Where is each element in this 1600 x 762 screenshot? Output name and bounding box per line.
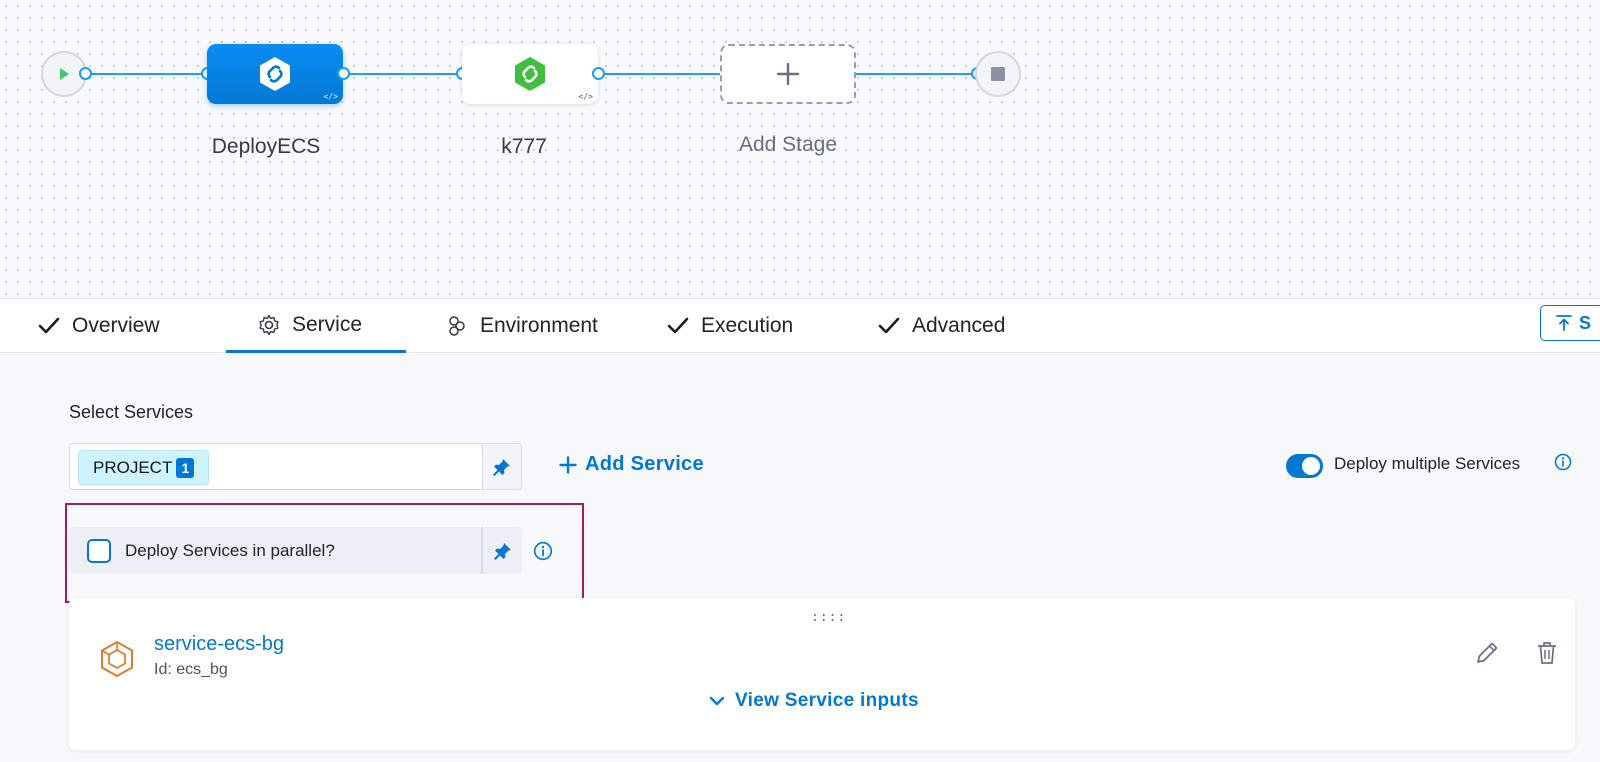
tab-label: Execution bbox=[701, 314, 794, 337]
pipeline-wire bbox=[88, 73, 203, 75]
add-stage-button[interactable] bbox=[720, 44, 856, 104]
info-icon[interactable] bbox=[533, 541, 553, 561]
upload-icon bbox=[1556, 315, 1572, 331]
ecs-service-icon bbox=[99, 640, 135, 678]
view-service-inputs-button[interactable]: View Service inputs bbox=[709, 690, 919, 712]
stage-label: DeployECS bbox=[211, 135, 321, 158]
tab-label: Advanced bbox=[912, 314, 1006, 337]
tab-label: Service bbox=[292, 312, 363, 336]
service-name-link[interactable]: service-ecs-bg bbox=[154, 633, 285, 655]
connector-port bbox=[79, 67, 92, 80]
add-stage-label: Add Stage bbox=[738, 133, 838, 156]
code-icon: </> bbox=[578, 92, 593, 101]
service-id: Id: ecs_bg bbox=[154, 661, 228, 678]
pipeline-wire bbox=[344, 73, 462, 75]
deploy-multiple-label: Deploy multiple Services bbox=[1334, 454, 1521, 473]
play-icon bbox=[60, 68, 69, 80]
stage-tabs: Overview Service Environment Execution bbox=[0, 299, 1600, 353]
pipeline-wire bbox=[856, 73, 979, 75]
pin-icon bbox=[493, 542, 511, 560]
pin-icon bbox=[493, 458, 510, 476]
add-service-label: Add Service bbox=[585, 453, 704, 475]
stage-label: k777 bbox=[501, 135, 547, 158]
check-icon bbox=[878, 316, 900, 336]
tab-execution[interactable]: Execution bbox=[667, 299, 793, 353]
environment-icon bbox=[446, 315, 468, 337]
select-services-label: Select Services bbox=[69, 402, 194, 422]
save-button[interactable]: S bbox=[1540, 305, 1600, 341]
delete-icon[interactable] bbox=[1535, 640, 1559, 666]
pin-button[interactable] bbox=[482, 443, 522, 490]
save-button-label: S bbox=[1579, 312, 1592, 333]
project-chip[interactable]: PROJECT 1 bbox=[78, 450, 210, 485]
tab-overview[interactable]: Overview bbox=[38, 299, 160, 353]
deploy-stage-icon bbox=[260, 57, 290, 91]
stop-icon bbox=[991, 67, 1005, 81]
pipeline-wire bbox=[600, 73, 720, 75]
pipeline-end-node[interactable] bbox=[975, 51, 1021, 97]
tab-advanced[interactable]: Advanced bbox=[878, 299, 1005, 353]
deploy-parallel-checkbox[interactable] bbox=[87, 538, 111, 563]
tab-label: Overview bbox=[72, 314, 160, 337]
chevron-down-icon bbox=[709, 696, 725, 706]
check-icon bbox=[38, 316, 60, 336]
connector-port bbox=[592, 67, 605, 80]
view-inputs-label: View Service inputs bbox=[735, 690, 919, 711]
code-icon: </> bbox=[323, 92, 338, 101]
deploy-multiple-toggle[interactable] bbox=[1286, 454, 1323, 478]
connector-port bbox=[337, 67, 350, 80]
pin-button[interactable] bbox=[482, 527, 522, 574]
custom-stage-icon bbox=[515, 57, 545, 91]
pipeline-canvas[interactable]: </> DeployECS </> k777 Add Stage bbox=[0, 0, 1600, 299]
plus-icon bbox=[559, 455, 577, 474]
drag-handle[interactable]: :::: bbox=[811, 610, 847, 625]
info-icon[interactable] bbox=[1554, 453, 1572, 471]
check-icon bbox=[667, 316, 689, 336]
select-services-input[interactable]: PROJECT 1 bbox=[69, 443, 482, 490]
service-card: :::: service-ecs-bg Id: ecs_bg View Serv… bbox=[69, 598, 1575, 750]
tab-service[interactable]: Service bbox=[226, 299, 406, 353]
stage-k777[interactable]: </> bbox=[462, 44, 598, 104]
chip-count-badge: 1 bbox=[176, 457, 195, 478]
add-service-button[interactable]: Add Service bbox=[559, 453, 704, 476]
plus-icon bbox=[776, 62, 800, 86]
chip-label: PROJECT bbox=[93, 457, 173, 477]
edit-icon[interactable] bbox=[1474, 640, 1500, 666]
stage-deployecs[interactable]: </> bbox=[207, 44, 343, 104]
deploy-parallel-label: Deploy Services in parallel? bbox=[125, 540, 335, 560]
deploy-parallel-field[interactable]: Deploy Services in parallel? bbox=[69, 527, 482, 574]
gear-icon bbox=[258, 314, 280, 336]
tab-environment[interactable]: Environment bbox=[446, 299, 598, 353]
tab-label: Environment bbox=[480, 314, 598, 337]
